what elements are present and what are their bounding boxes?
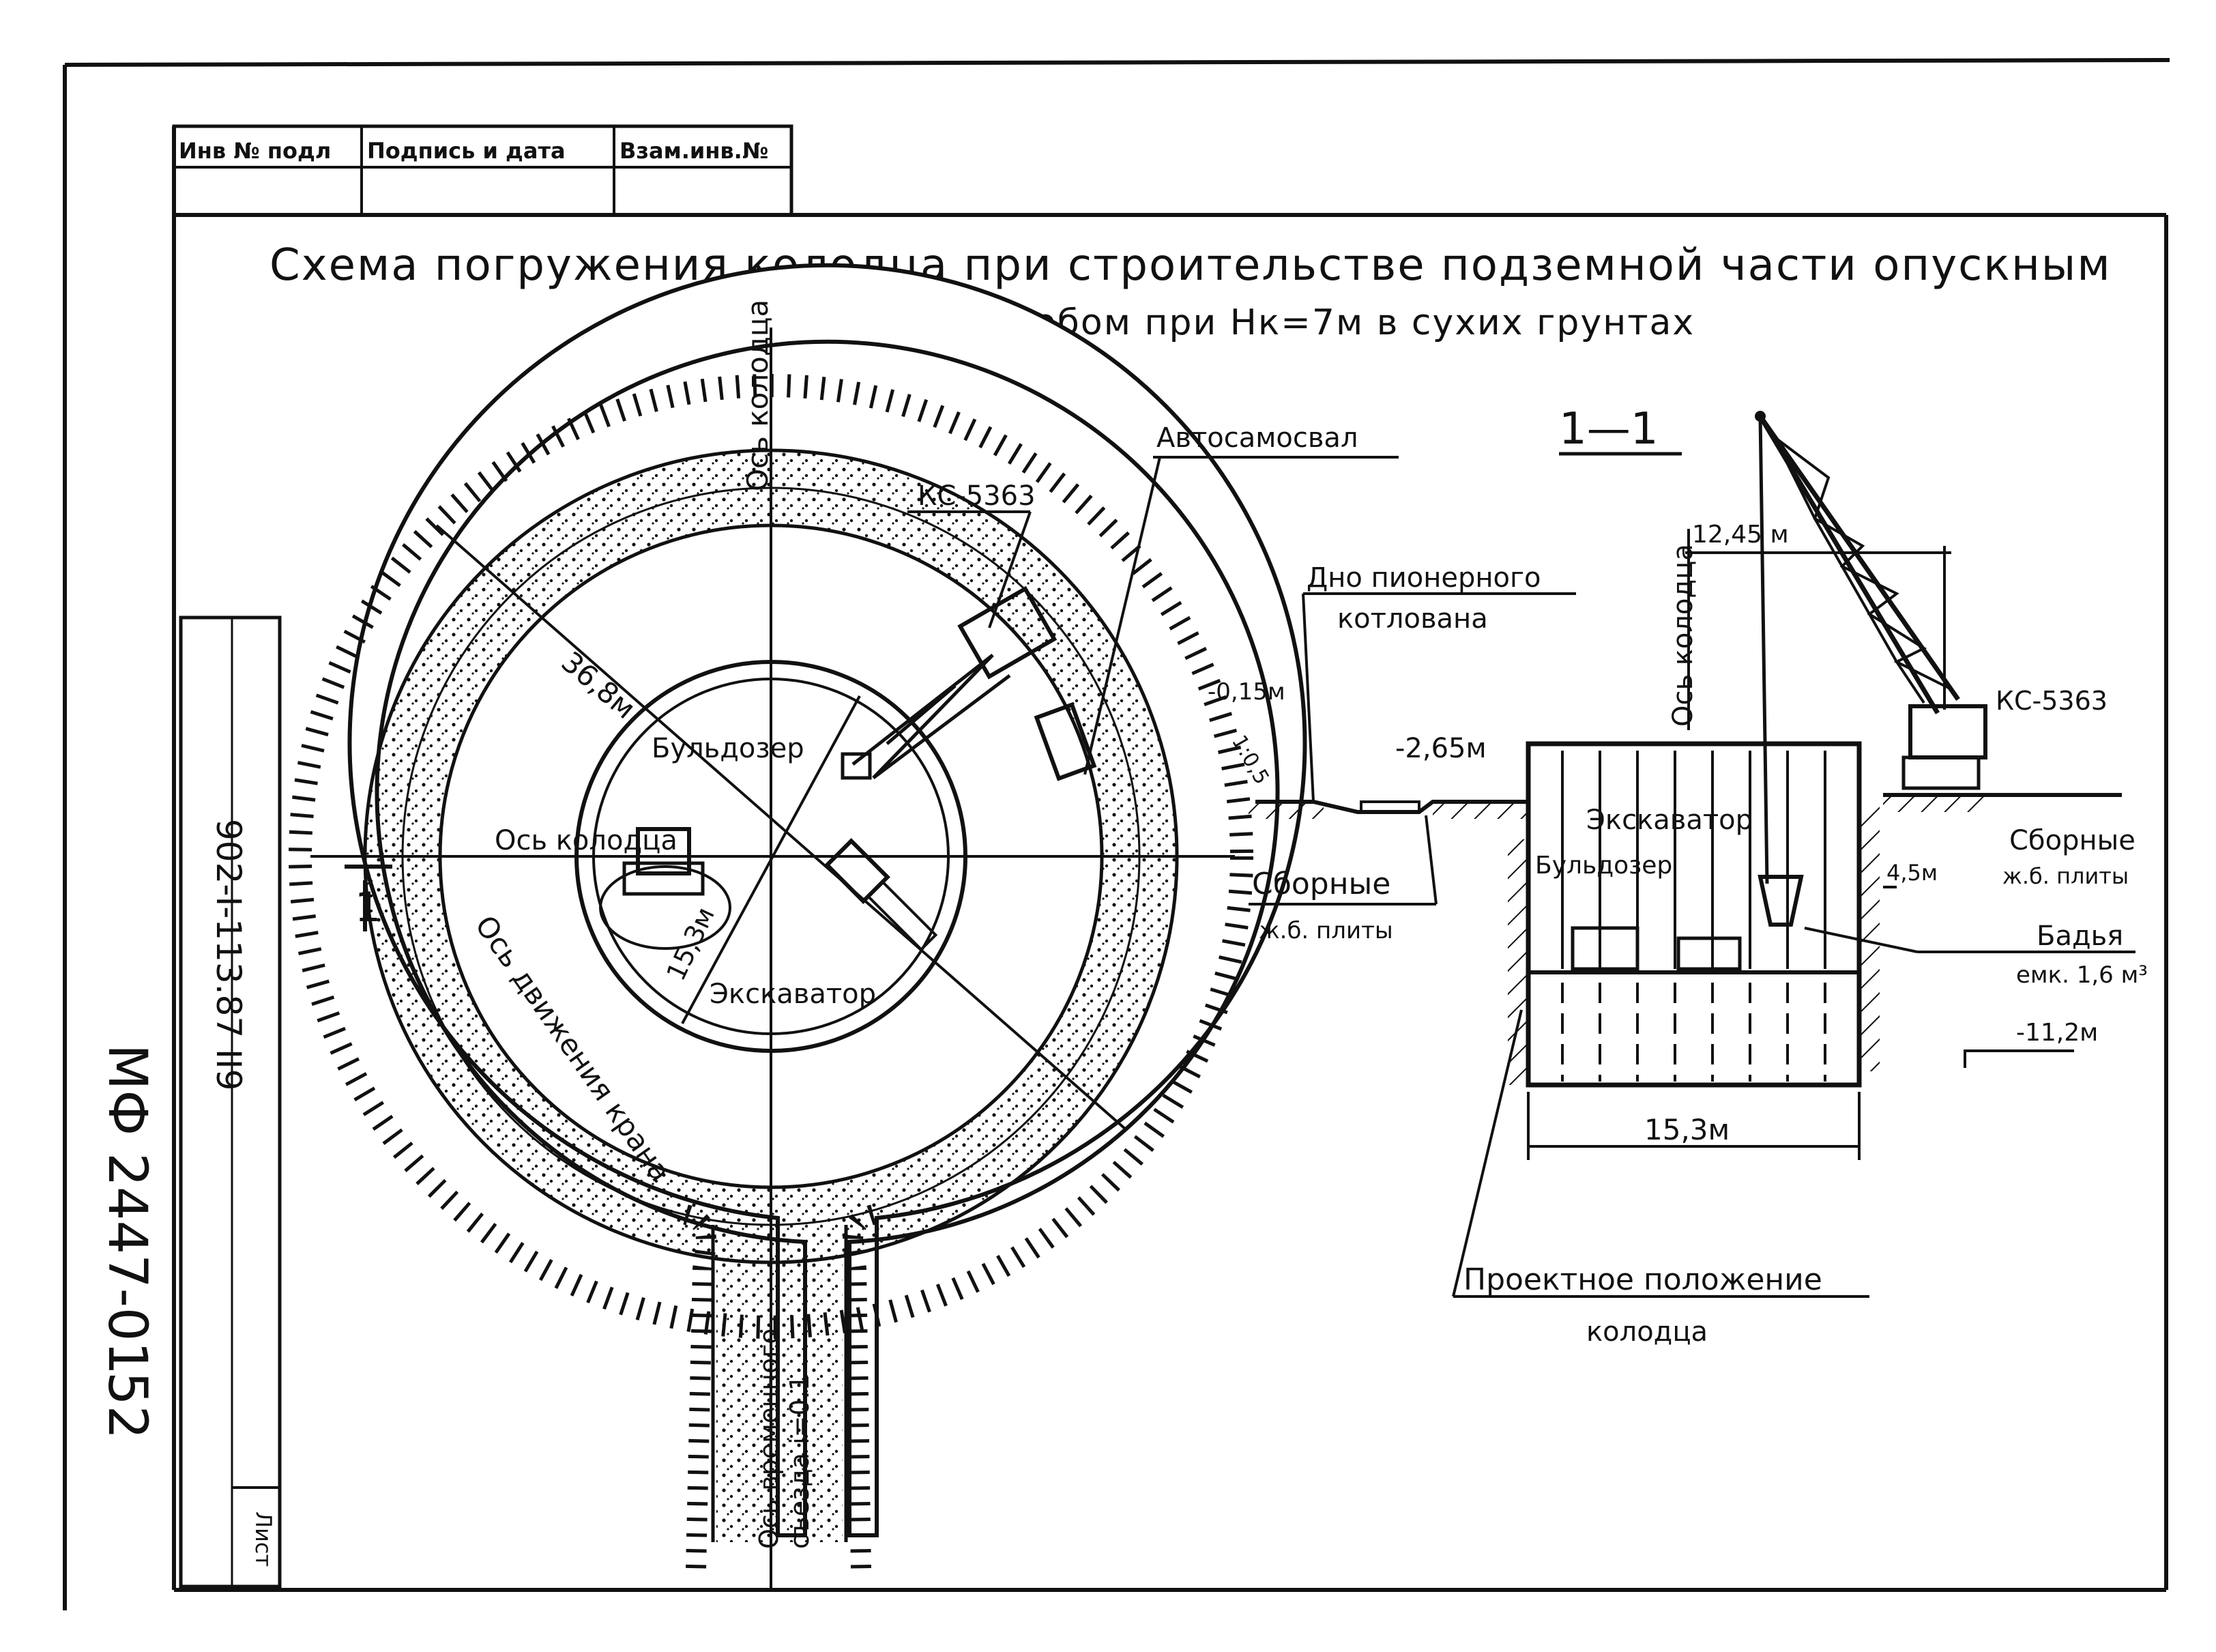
plan-ramp-slope: съезда i=0.1 [785,1374,815,1549]
plan-view: Ось колодца Ось колодца Ось движения кра… [289,263,1399,1590]
plan-excavator: Экскаватор [710,979,876,1010]
plan-truck: Автосамосвал [1156,422,1358,454]
section-level-112: -11,2м [2016,1019,2098,1047]
stamp-col3: Взам.инв.№ [619,138,768,164]
section-plates-right-2: ж.б. плиты [2002,863,2129,889]
section-pit-bottom-1: Дно пионерного [1307,562,1541,594]
section-plates-right-1: Сборные [2009,825,2135,856]
section-level-015: -0,15м [1208,678,1285,706]
section-label: 1—1 [1559,404,1658,454]
section-crane [1758,414,1987,884]
plan-axis-horizontal: Ось колодца [495,825,677,856]
plan-section-mark: 1 [355,884,381,931]
ramp [711,1225,848,1542]
section-plates-left-1: Сборные [1252,867,1390,901]
stamp-col2: Подпись и дата [367,138,566,164]
section-design-2: колодца [1586,1316,1708,1348]
side-sheet: Лист [250,1511,276,1567]
section-axis: Ось колодца [1667,544,1699,727]
plan-axis-vertical: Ось колодца [741,300,774,491]
plan-ramp-axis: Ось временного [754,1329,784,1549]
section-bucket-1: Бадья [2037,921,2123,952]
section-view: 1—1 [1208,404,2148,1348]
section-design-1: Проектное положение [1463,1262,1822,1297]
section-excavator: Экскаватор [1586,805,1753,836]
section-slope: 1:0,5 [1227,731,1274,789]
stamp-col1: Инв № подл [179,138,331,164]
section-bulldozer: Бульдозер [1535,852,1672,880]
side-stamp: 902-I-113.87 II9 МФ 2447-01 52 Лист [96,615,282,1589]
side-page: 52 [96,1372,158,1439]
section-plates-left-2: ж.б. плиты [1259,917,1393,944]
plan-crane [841,585,1058,780]
section-dim-15-3: 15,3м [1644,1113,1730,1146]
side-code: 902-I-113.87 II9 [209,819,248,1090]
section-dim-4-5: 4,5м [1886,860,1938,886]
section-crane-label: КС-5363 [1996,686,2108,716]
plan-bulldozer: Бульдозер [652,733,804,764]
side-doc: МФ 2447-01 [96,1044,158,1375]
section-level-265: -2,65м [1395,733,1487,764]
stamp-table: Инв № подл Подпись и дата Взам.инв.№ [172,124,793,217]
plan-dim-36-8: 36,8м [555,645,642,725]
section-dim-12-45: 12,45 м [1692,521,1789,549]
plan-crane-label: КС-5363 [918,480,1036,512]
slope-ring [347,263,1307,1537]
section-pit-bottom-2: котлована [1337,603,1488,635]
title-line1: Схема погружения колодца при строительст… [269,240,2112,291]
section-bucket-2: емк. 1,6 м³ [2016,961,2148,989]
